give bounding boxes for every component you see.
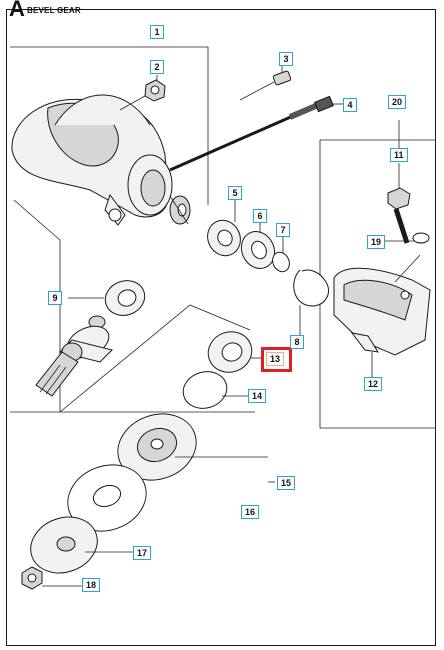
callout-8[interactable]: 8 — [290, 335, 304, 349]
part-17-washer — [30, 516, 133, 574]
section-title: BEVEL GEAR — [27, 6, 81, 15]
callout-9[interactable]: 9 — [48, 291, 62, 305]
section-letter: A — [9, 0, 25, 21]
guard-box-side — [319, 140, 436, 429]
bevel-gear-shaft — [35, 315, 113, 397]
callout-3[interactable]: 3 — [279, 52, 293, 66]
callout-1[interactable]: 1 — [150, 25, 164, 39]
part-14-ring — [182, 371, 248, 409]
part-11-bolt — [387, 120, 411, 244]
callout-13[interactable]: 13 — [266, 352, 285, 366]
part-8-circlip — [293, 269, 329, 335]
callout-11[interactable]: 11 — [390, 148, 408, 162]
pinion-gear-drawing — [169, 195, 191, 225]
diagram-frame: A BEVEL GEAR — [6, 0, 436, 646]
part-4-shaft — [169, 95, 343, 172]
part-7-ring — [272, 236, 290, 273]
part-12-guard — [333, 254, 431, 378]
callout-12[interactable]: 12 — [364, 377, 383, 391]
callout-17[interactable]: 17 — [133, 546, 152, 560]
callout-14[interactable]: 14 — [248, 389, 267, 403]
part-5-bearing — [207, 198, 241, 257]
callout-19[interactable]: 19 — [367, 235, 386, 249]
part-18-nut — [21, 566, 82, 590]
callout-5[interactable]: 5 — [228, 186, 242, 200]
part-16-cup — [67, 464, 147, 532]
group-boundary-diag — [59, 304, 251, 413]
part-9-bearing — [68, 280, 146, 316]
part-3-bolt — [239, 64, 292, 101]
callout-4[interactable]: 4 — [343, 98, 357, 112]
part-15-flange — [117, 413, 275, 483]
callout-18[interactable]: 18 — [82, 578, 101, 592]
callout-7[interactable]: 7 — [276, 223, 290, 237]
part-19-washer — [384, 232, 430, 244]
callout-20[interactable]: 20 — [388, 95, 407, 109]
callout-15[interactable]: 15 — [277, 476, 296, 490]
callout-16[interactable]: 16 — [241, 505, 260, 519]
part-13-bearing — [207, 331, 263, 373]
gear-housing-drawing — [11, 94, 173, 226]
part-2-nut — [119, 75, 166, 111]
callout-2[interactable]: 2 — [150, 60, 164, 74]
highlight-marker — [261, 347, 292, 372]
part-6-bearing — [240, 222, 276, 269]
callout-6[interactable]: 6 — [253, 209, 267, 223]
